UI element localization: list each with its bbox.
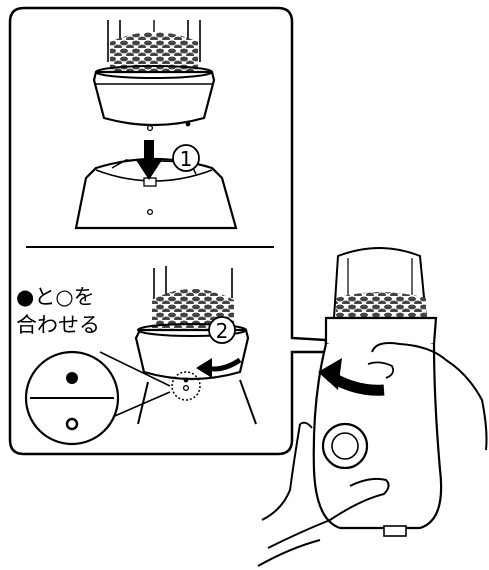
- zoom-circle-icon: [26, 352, 118, 444]
- step-1-badge: 1: [173, 145, 199, 171]
- hollow-dot-text: ○: [55, 285, 73, 309]
- filled-dot-marker: [66, 372, 78, 384]
- instruction-line-2: 合わせる: [16, 312, 100, 338]
- svg-text:1: 1: [180, 147, 193, 171]
- particle-wo: を: [74, 285, 95, 309]
- step-2-badge: 2: [209, 317, 235, 343]
- particle-to: と: [34, 285, 55, 309]
- filled-dot-text: ●: [16, 285, 34, 309]
- instruction-line-1: ●と○を: [16, 284, 95, 310]
- svg-text:2: 2: [216, 319, 229, 343]
